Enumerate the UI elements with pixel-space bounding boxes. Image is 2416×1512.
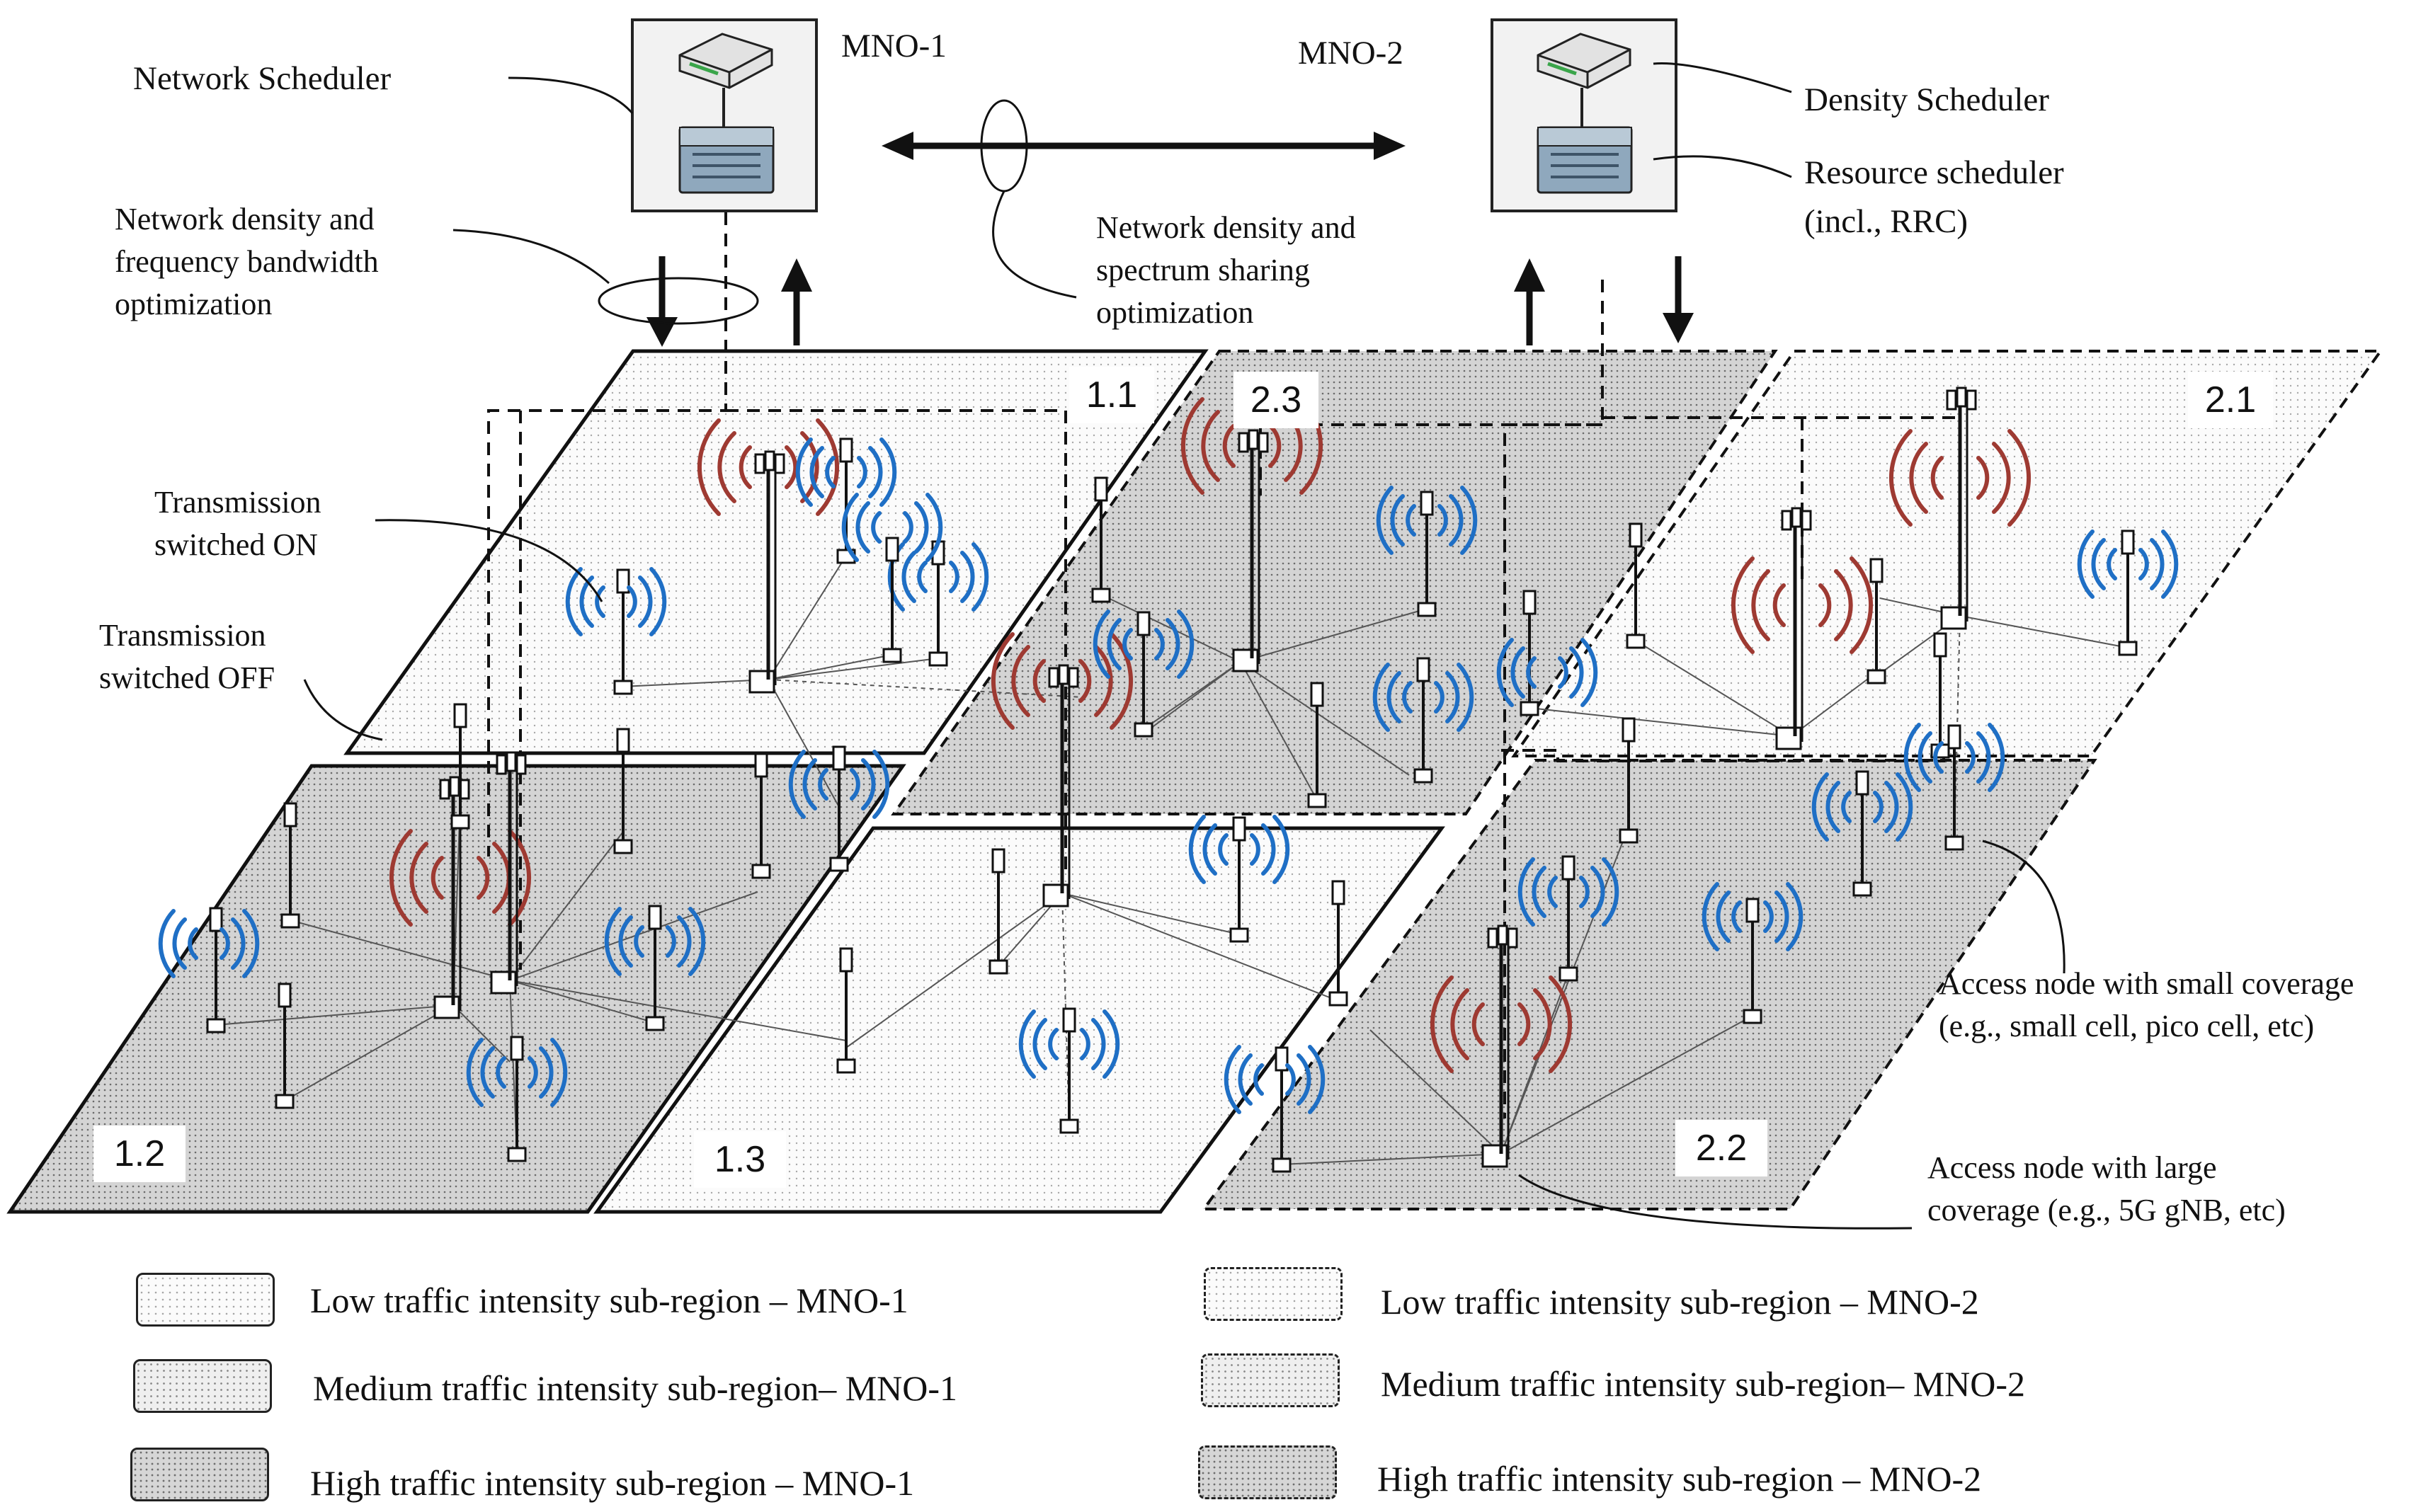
resource-scheduler-label: Resource scheduler xyxy=(1804,154,2064,191)
legend-label-low-mno1: Low traffic intensity sub-region – MNO-1 xyxy=(310,1281,908,1320)
legend-swatch-low-mno2 xyxy=(1204,1267,1343,1321)
region-label-1-2: 1.2 xyxy=(93,1126,186,1182)
legend-label-medium-mno2: Medium traffic intensity sub-region– MNO… xyxy=(1381,1364,2026,1404)
mno1-optimization-bracket xyxy=(598,277,759,325)
transmission-off-line-2: switched OFF xyxy=(99,660,275,695)
mno1-optimization-line-1: Network density and xyxy=(115,202,375,236)
small-node-label-line-1: Access node with small coverage xyxy=(1939,966,2354,1001)
region-1-3 xyxy=(593,826,1445,1214)
legend-swatch-high-mno1 xyxy=(130,1448,269,1501)
network-scheduler-label: Network Scheduler xyxy=(133,60,392,97)
mno1-optimization-line-2: frequency bandwidth xyxy=(115,244,379,279)
large-node-label-line-1: Access node with large xyxy=(1927,1150,2217,1185)
mno1-label: MNO-1 xyxy=(841,28,947,64)
region-label-2-1: 2.1 xyxy=(2188,372,2273,428)
legend-label-high-mno1: High traffic intensity sub-region – MNO-… xyxy=(310,1463,915,1503)
region-1-2 xyxy=(6,764,906,1214)
mno2-label: MNO-2 xyxy=(1298,35,1403,71)
sharing-optimization-line-2: spectrum sharing xyxy=(1096,253,1310,287)
legend-swatch-medium-mno1 xyxy=(133,1359,272,1413)
sharing-optimization-line-1: Network density and xyxy=(1096,210,1356,245)
density-scheduler-label: Density Scheduler xyxy=(1804,81,2049,118)
region-2-3 xyxy=(891,350,1778,815)
sharing-optimization-line-3: optimization xyxy=(1096,295,1254,330)
legend-swatch-high-mno2 xyxy=(1198,1445,1337,1499)
legend-swatch-medium-mno2 xyxy=(1201,1353,1340,1407)
small-node-label-line-2: (e.g., small cell, pico cell, etc) xyxy=(1939,1009,2315,1043)
mno1-optimization-line-3: optimization xyxy=(115,287,273,321)
resource-scheduler-note: (incl., RRC) xyxy=(1804,203,1968,240)
region-label-1-1: 1.1 xyxy=(1069,367,1154,423)
region-2-1 xyxy=(1511,350,2383,757)
legend-label-low-mno2: Low traffic intensity sub-region – MNO-2 xyxy=(1381,1282,1979,1322)
callout-lines xyxy=(303,62,2065,1230)
legend-swatch-low-mno1 xyxy=(136,1273,275,1327)
legend-label-high-mno2: High traffic intensity sub-region – MNO-… xyxy=(1377,1459,1982,1499)
large-node-label-line-2: coverage (e.g., 5G gNB, etc) xyxy=(1927,1193,2286,1227)
transmission-on-line-1: Transmission xyxy=(154,485,321,520)
region-label-1-3: 1.3 xyxy=(694,1131,786,1188)
region-label-2-2: 2.2 xyxy=(1675,1120,1767,1176)
legend-label-medium-mno1: Medium traffic intensity sub-region– MNO… xyxy=(313,1368,958,1408)
transmission-off-line-1: Transmission xyxy=(99,618,266,653)
transmission-on-line-2: switched ON xyxy=(154,527,318,562)
region-label-2-3: 2.3 xyxy=(1233,372,1318,428)
